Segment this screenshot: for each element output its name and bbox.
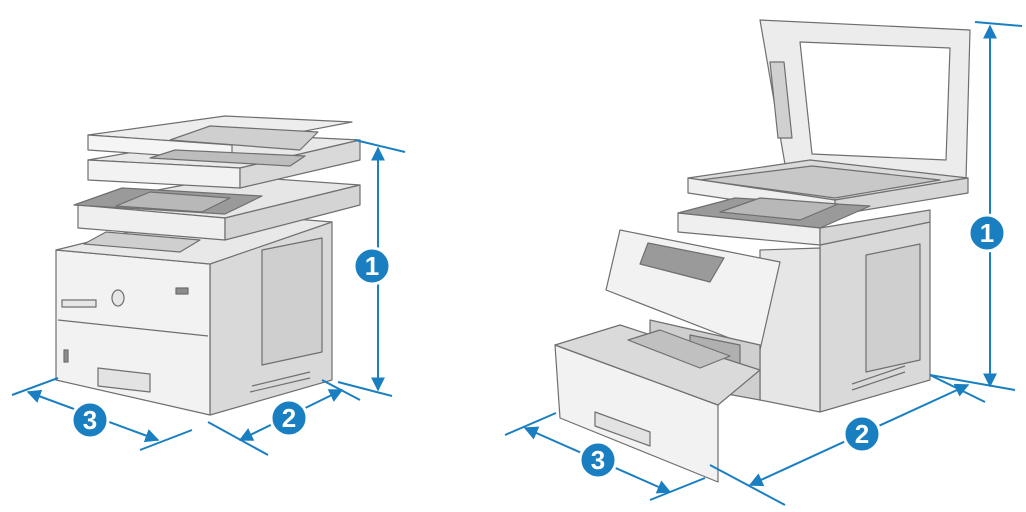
printer-open-illustration: [554, 19, 971, 483]
callout-label: 3: [83, 405, 97, 435]
callout-label: 2: [855, 419, 869, 449]
callout-label: 1: [980, 218, 994, 248]
touch-screen: [115, 191, 231, 213]
callout-label: 2: [282, 403, 296, 433]
callout-width-open: 2: [842, 414, 882, 454]
callout-label: 3: [591, 445, 605, 475]
touch-screen-open: [719, 197, 839, 221]
callout-height-closed: 1: [352, 246, 392, 286]
printer-closed-illustration: [55, 115, 361, 416]
callout-depth-closed: 3: [70, 400, 110, 440]
callout-depth-open: 3: [578, 440, 618, 480]
callout-label: 1: [365, 251, 379, 281]
open-dimension-lines: [504, 21, 1023, 506]
callout-height-open: 1: [967, 213, 1007, 253]
callout-width-closed: 2: [269, 398, 309, 438]
